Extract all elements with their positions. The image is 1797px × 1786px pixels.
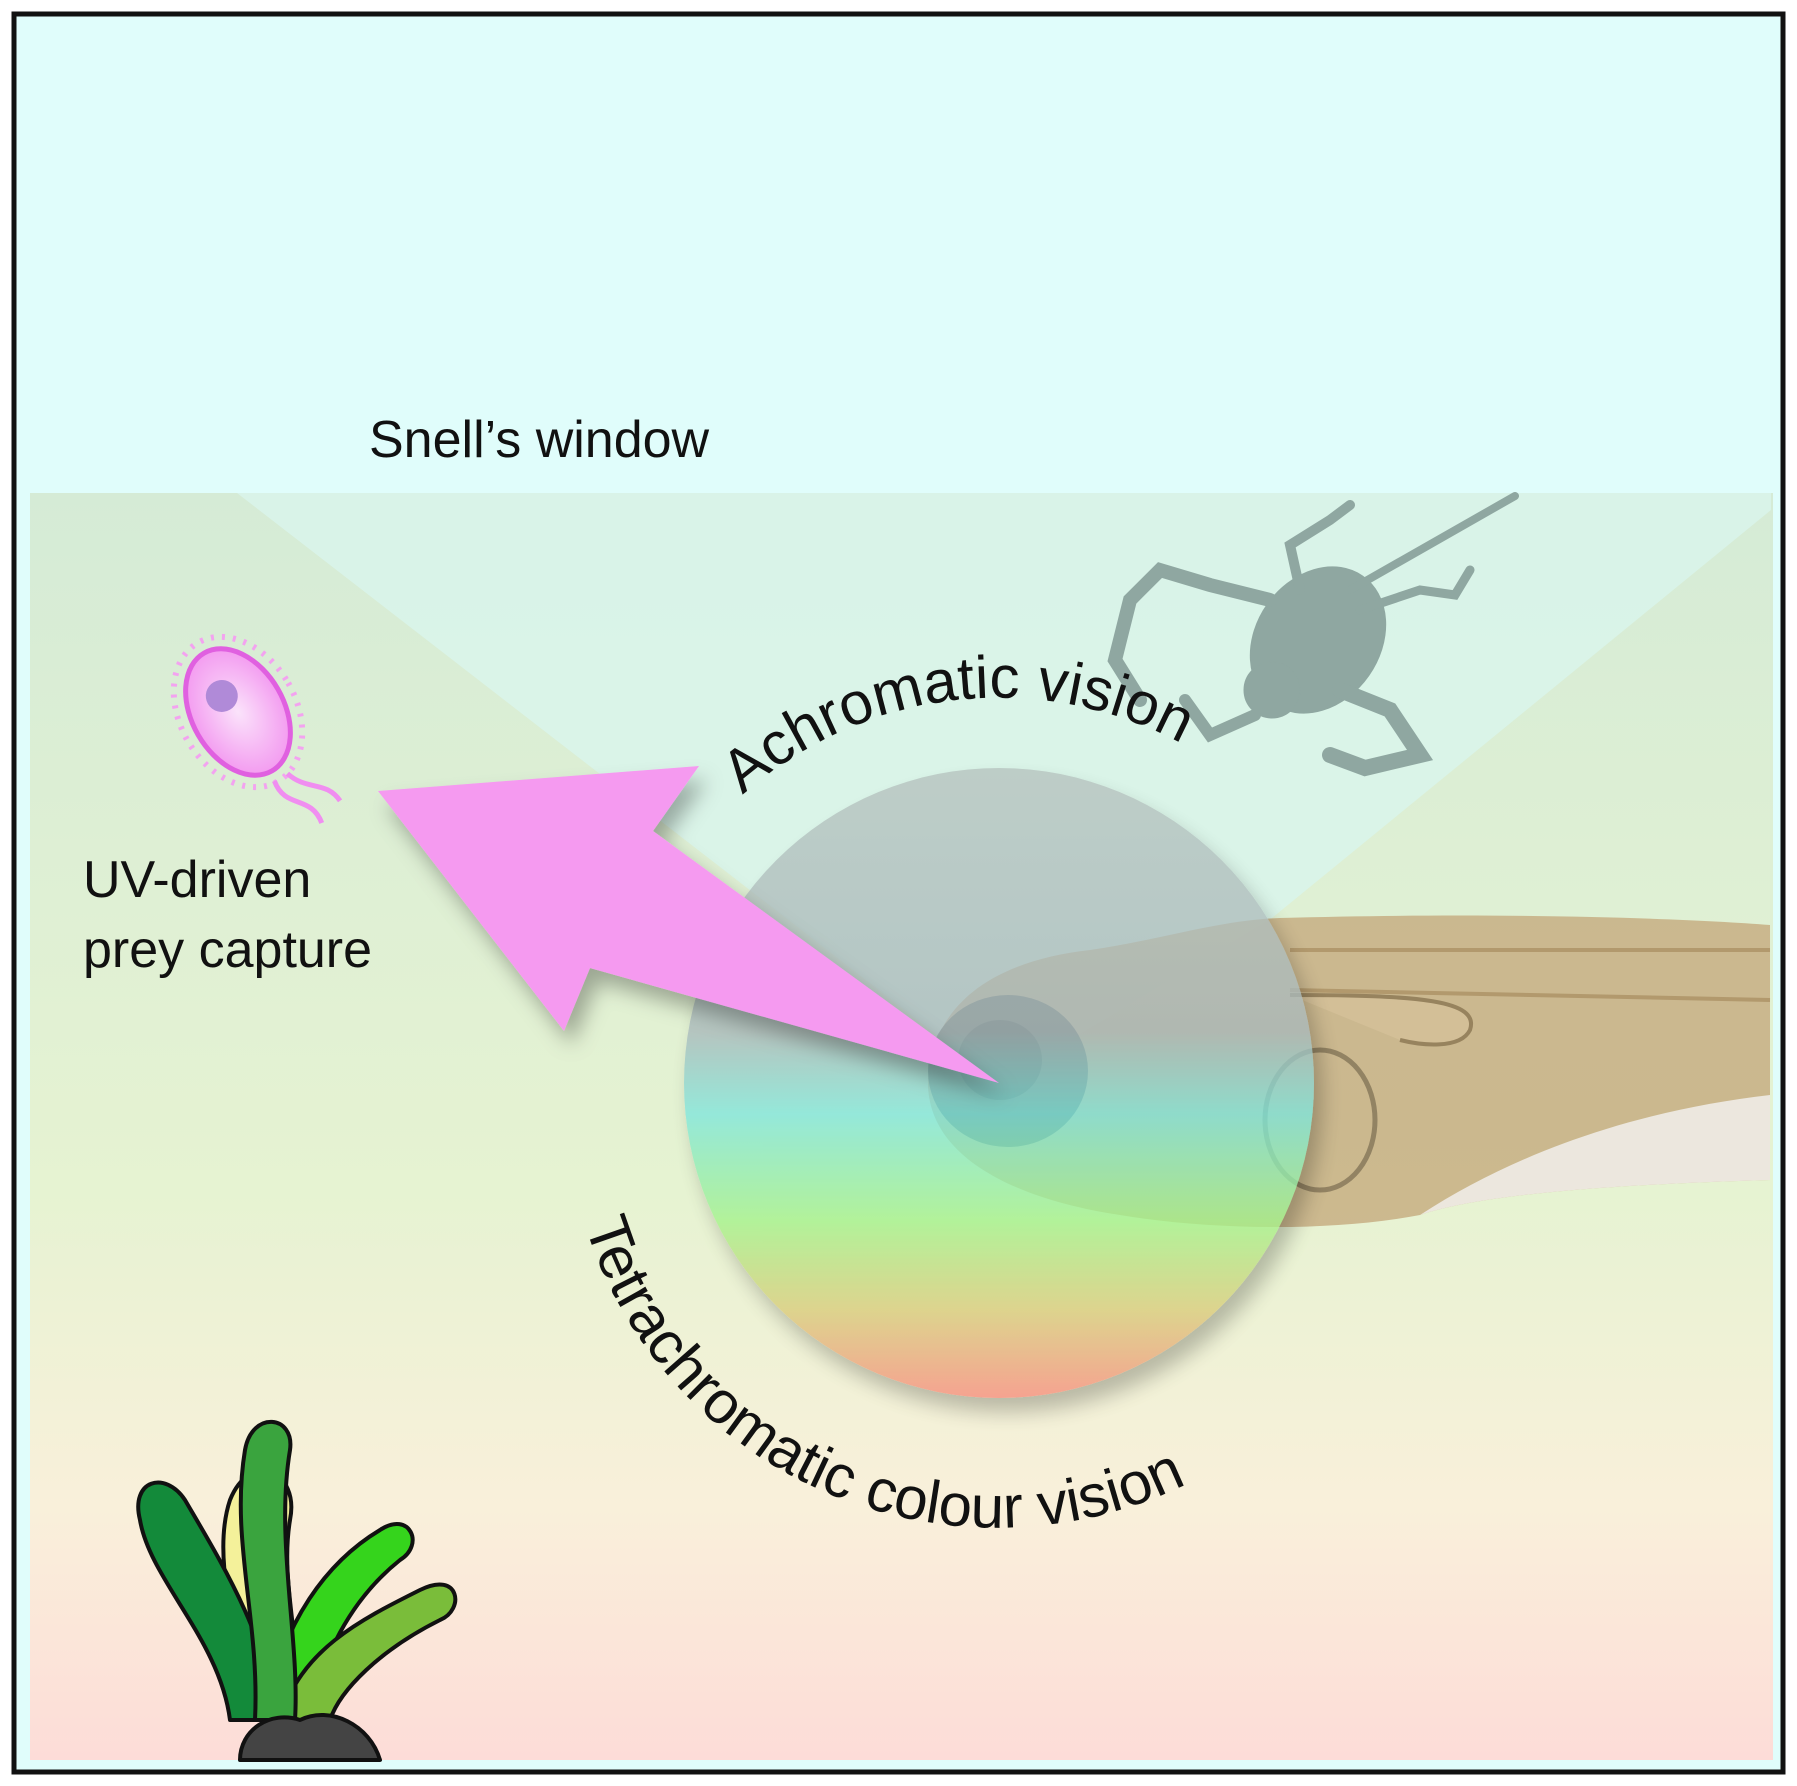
seaweed-icon [136,1419,458,1762]
prey-microbe-icon [170,633,343,825]
snells-window-label: Snell’s window [369,411,710,469]
uv-prey-label-line2: prey capture [83,921,372,979]
uv-prey-label-line1: UV-driven [83,851,311,909]
uv-arrow [378,766,999,1083]
water-beetle-icon [1107,492,1519,777]
